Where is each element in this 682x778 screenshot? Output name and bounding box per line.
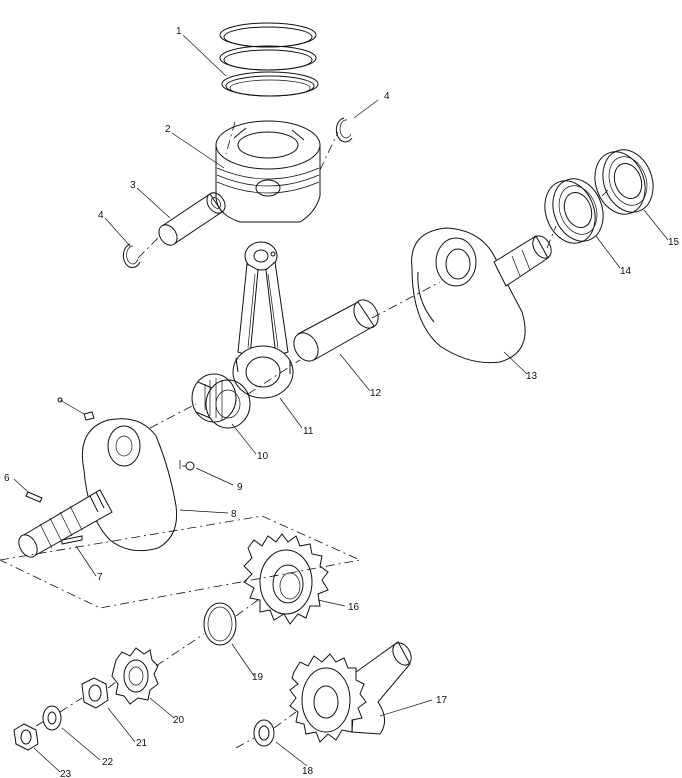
crank-pin <box>293 299 379 362</box>
gear-20 <box>111 647 159 705</box>
callout-11: 11 <box>303 426 314 437</box>
callout-13: 13 <box>526 371 538 382</box>
dowel-pin-7 <box>61 535 83 545</box>
callout-2: 2 <box>165 124 171 135</box>
callout-19: 19 <box>252 672 264 683</box>
nut-23 <box>13 723 39 751</box>
callout-labels: 1 2 3 4 4 6 7 8 9 10 11 12 13 14 15 16 1… <box>4 26 680 778</box>
ball-bearing-15 <box>594 149 654 215</box>
ring-19 <box>203 602 237 646</box>
right-crank-half <box>411 227 552 364</box>
callout-16: 16 <box>348 602 360 613</box>
left-crank-half <box>18 418 178 558</box>
callout-14: 14 <box>620 266 632 277</box>
callout-22: 22 <box>102 757 114 768</box>
callout-15: 15 <box>668 237 680 248</box>
callout-23: 23 <box>60 769 72 778</box>
callout-9: 9 <box>237 482 243 493</box>
washer-18 <box>253 719 275 747</box>
callout-10: 10 <box>257 451 269 462</box>
balance-shaft-17 <box>289 641 412 743</box>
dowel-pin-top <box>57 397 95 421</box>
callout-6: 6 <box>4 473 10 484</box>
nut-21 <box>81 677 109 709</box>
needle-bearing <box>191 373 251 429</box>
callout-3: 3 <box>130 180 136 191</box>
woodruff-key <box>25 491 43 503</box>
callout-1: 1 <box>176 26 182 37</box>
ball-bearing-14 <box>544 178 604 244</box>
callout-8: 8 <box>231 509 237 520</box>
callout-20: 20 <box>173 715 185 726</box>
callout-12: 12 <box>370 388 382 399</box>
assembly-centerlines <box>35 121 609 749</box>
callout-18: 18 <box>302 766 314 777</box>
callout-17: 17 <box>436 695 448 706</box>
connecting-rod <box>232 241 294 399</box>
subassembly-outline <box>0 515 362 609</box>
piston <box>215 120 321 223</box>
ball-9 <box>185 461 195 471</box>
wrist-pin <box>158 192 226 246</box>
piston-rings <box>219 22 319 97</box>
washer-22 <box>42 705 62 731</box>
callout-21: 21 <box>136 738 148 749</box>
callout-4-lower: 4 <box>98 210 104 221</box>
callout-7: 7 <box>97 572 103 583</box>
circlip-upper <box>335 117 353 143</box>
callout-4-upper: 4 <box>384 91 390 102</box>
circlip-lower <box>122 243 141 269</box>
leader-lines <box>13 34 669 773</box>
gear-16 <box>243 533 329 625</box>
